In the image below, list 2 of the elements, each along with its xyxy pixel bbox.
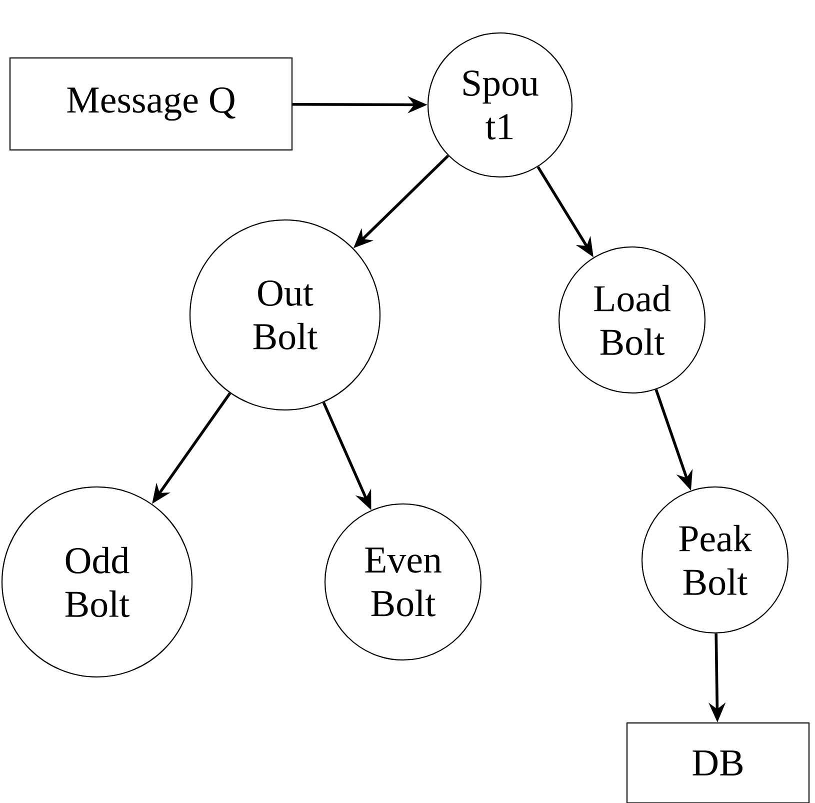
message-box: Message Q [9, 57, 293, 151]
database-box: DB [626, 722, 810, 803]
